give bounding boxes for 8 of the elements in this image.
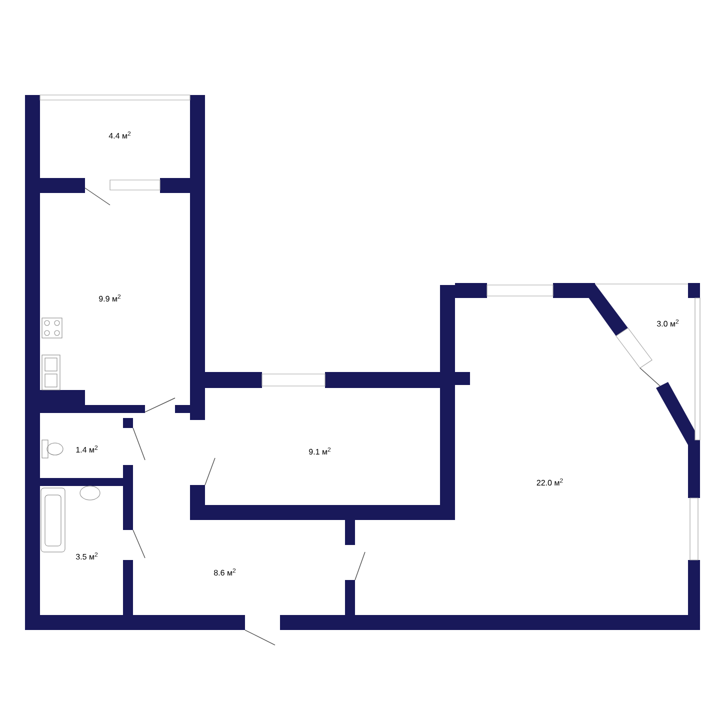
area-label: 4.4 м$^{2}$ [108, 132, 131, 138]
area-label: 1.4 м$^{2}$ [76, 446, 98, 452]
area-label: 22.0 м$^{2}$ [536, 478, 563, 486]
area-label: 3.5 м$^{2}$ [76, 552, 98, 560]
area-label: 9.9 м$^{2}$ [99, 294, 121, 302]
area-label: 8.6 м$^{2}$ [214, 568, 236, 576]
area-label: 9.1 м$^{2}$ [309, 447, 331, 455]
area-label: 3.0 м$^{2}$ [656, 319, 679, 327]
